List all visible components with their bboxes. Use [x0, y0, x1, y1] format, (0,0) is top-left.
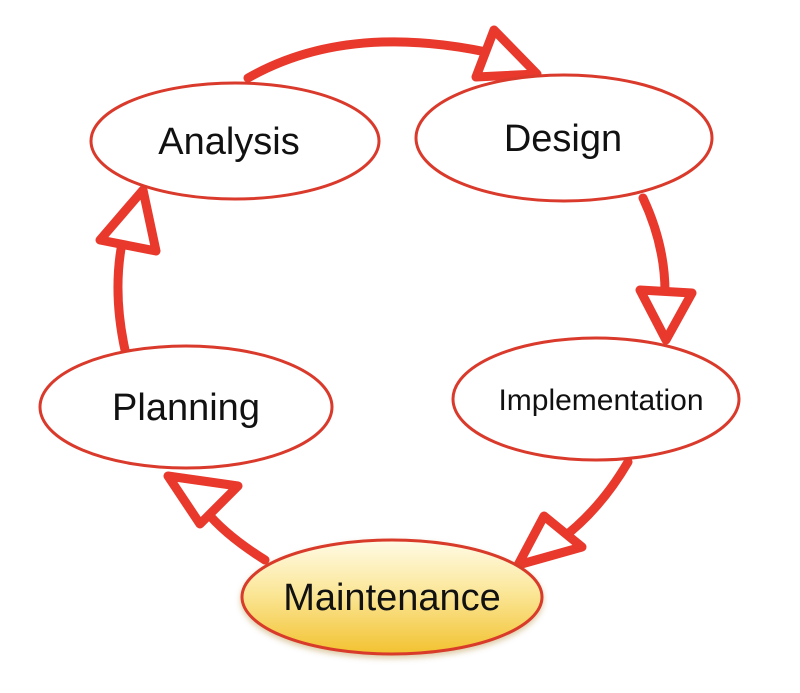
- node-implementation-label: Implementation: [498, 384, 703, 417]
- connector-design-to-implementation: [638, 193, 670, 297]
- node-analysis-label: Analysis: [158, 121, 300, 163]
- arrowhead-to-planning: [163, 471, 243, 529]
- connector-analysis-to-design: [243, 37, 505, 83]
- arrowhead-to-analysis: [95, 185, 161, 256]
- node-planning: Planning: [38, 344, 334, 470]
- arrowhead-to-maintenance: [513, 511, 587, 570]
- connector-maintenance-to-planning: [200, 505, 270, 565]
- arrowhead-to-implementation: [635, 285, 697, 345]
- connector-planning-to-analysis: [113, 233, 130, 355]
- node-analysis: Analysis: [89, 81, 381, 201]
- node-maintenance: Maintenance: [240, 538, 544, 656]
- connector-implementation-to-maintenance: [555, 457, 633, 545]
- node-planning-label: Planning: [112, 387, 260, 429]
- node-implementation: Implementation: [451, 336, 741, 462]
- node-design-label: Design: [504, 118, 622, 160]
- arrowhead-to-design: [471, 25, 542, 82]
- cycle-connectors: [113, 37, 670, 565]
- node-maintenance-label: Maintenance: [283, 577, 501, 619]
- node-design: Design: [414, 73, 714, 203]
- cycle-arrowheads: [95, 25, 697, 570]
